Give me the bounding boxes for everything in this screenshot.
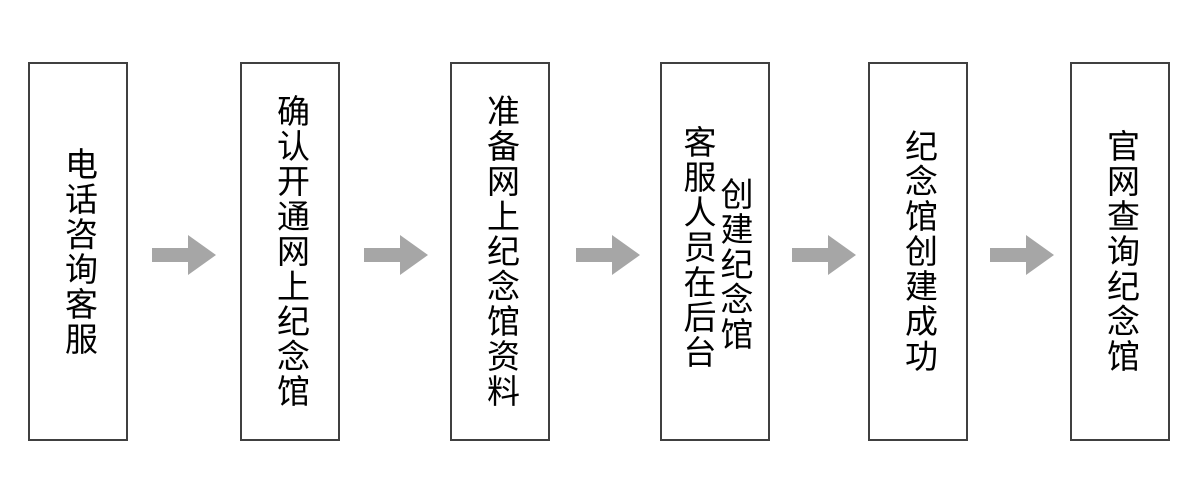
flow-step-6[interactable]: 官网查询纪念馆 <box>1070 62 1170 441</box>
flow-step-4[interactable]: 创建纪念馆 客服人员在后台 <box>660 62 770 441</box>
flow-arrow-4-to-5 <box>792 233 856 277</box>
flow-arrow-1-to-2 <box>152 233 216 277</box>
flow-step-3[interactable]: 准备网上纪念馆资料 <box>450 62 550 441</box>
flow-step-4-label-column-1: 创建纪念馆 <box>714 177 754 352</box>
flow-step-1[interactable]: 电话咨询客服 <box>28 62 128 441</box>
flow-arrow-2-to-3 <box>364 233 428 277</box>
flow-arrow-3-to-4 <box>576 233 640 277</box>
flow-step-2[interactable]: 确认开通网上纪念馆 <box>240 62 340 441</box>
flow-arrow-5-to-6 <box>990 233 1054 277</box>
flow-step-5-label: 纪念馆创建成功 <box>899 129 939 374</box>
flow-step-6-label: 官网查询纪念馆 <box>1101 129 1141 374</box>
flow-step-1-label: 电话咨询客服 <box>59 146 99 357</box>
flow-step-5[interactable]: 纪念馆创建成功 <box>868 62 968 441</box>
flow-step-2-label: 确认开通网上纪念馆 <box>271 94 311 409</box>
flow-step-3-label: 准备网上纪念馆资料 <box>481 94 521 409</box>
flow-step-4-label-column-2: 客服人员在后台 <box>678 125 717 370</box>
